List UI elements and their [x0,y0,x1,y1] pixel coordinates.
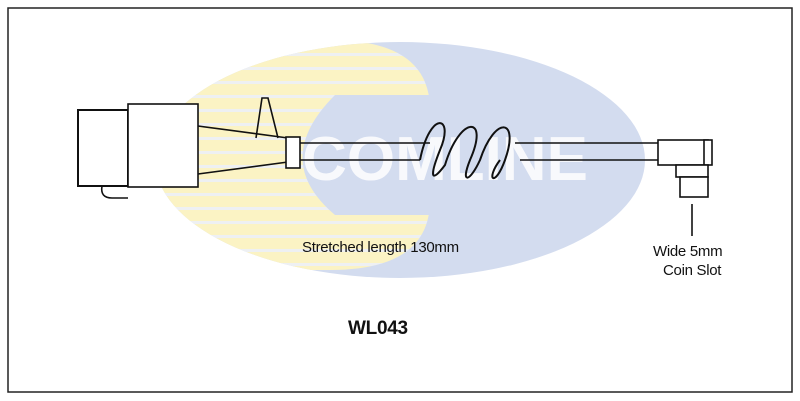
stretched-length-label: Stretched length 130mm [302,239,459,256]
sensor-drawing [77,97,713,236]
slot-width-label: Wide 5mm [653,243,723,260]
frame-border [7,7,793,393]
part-number: WL043 [348,318,408,339]
slot-type-label: Coin Slot [663,262,722,279]
